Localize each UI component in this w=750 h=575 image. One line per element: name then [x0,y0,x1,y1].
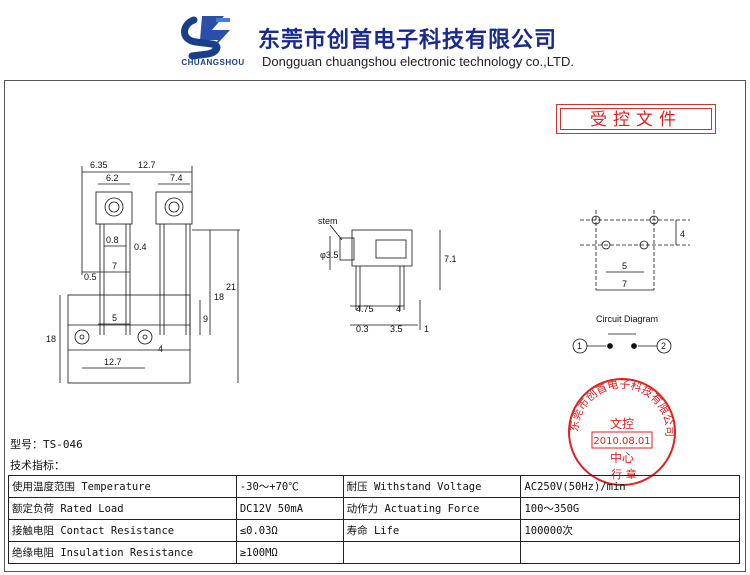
table-row: 绝缘电阻 Insulation Resistance ≥100MΩ [8,541,740,564]
spec-cell: AC250V(50Hz)/min [520,475,740,498]
dim-4-side: 4 [396,304,401,314]
stamp-line1: 文控 [610,416,634,431]
spec-cell: 动作力 Actuating Force [342,497,522,520]
pad-dim-5: 5 [622,261,627,271]
table-row: 额定负荷 Rated Load DC12V 50mA 动作力 Actuating… [8,497,740,520]
spec-cell: ≤0.03Ω [235,519,344,542]
label-stem: stem [318,216,338,226]
header: CHUANGSHOU 东莞市创首电子科技有限公司 Dongguan chuang… [0,0,750,78]
spec-cell [342,541,522,564]
table-row: 使用温度范围 Temperature -30～+70℃ 耐压 Withstand… [8,475,740,498]
dim-0-5: 0.5 [84,272,97,282]
spec-cell: 绝缘电阻 Insulation Resistance [8,541,237,564]
document-frame [4,80,746,572]
spec-cell: ≥100MΩ [235,541,344,564]
spec-cell: 使用温度范围 Temperature [8,475,237,498]
dim-18-right: 18 [214,292,224,302]
dim-9: 9 [203,314,208,324]
circuit-pin-1: 1 [577,341,582,351]
spec-cell: 额定负荷 Rated Load [8,497,237,520]
circuit-pin-2: 2 [661,341,666,351]
spec-cell: 100～350G [520,497,740,520]
dim-7-1: 7.1 [444,254,457,264]
spec-cell: 寿命 Life [342,519,522,542]
dim-0-8: 0.8 [106,235,119,245]
dim-5: 5 [112,313,117,323]
dim-6-35: 6.35 [90,160,108,170]
dim-phi-4: 4 [158,344,163,354]
table-row: 接触电阻 Contact Resistance ≤0.03Ω 寿命 Life 1… [8,519,740,542]
spec-cell: -30～+70℃ [235,475,344,498]
spec-cell: 100000次 [520,519,740,542]
spec-cell: 耐压 Withstand Voltage [342,475,522,498]
spec-title: 技术指标： [10,459,65,472]
company-name-en: Dongguan chuangshou electronic technolog… [262,54,574,69]
dim-21: 21 [226,282,236,292]
dim-phi-3-5: φ3.5 [320,250,338,260]
dim-0-3: 0.3 [356,324,369,334]
company-name-cn: 东莞市创首电子科技有限公司 [258,27,558,53]
logo-text: CHUANGSHOU [181,58,245,67]
controlled-document-box: 受控文件 [556,104,716,134]
controlled-document-label: 受控文件 [560,108,712,130]
pad-dim-7: 7 [622,279,627,289]
stamp-date: 2010.08.01 [593,436,650,447]
dim-7: 7 [112,261,117,271]
spec-cell: 接触电阻 Contact Resistance [8,519,237,542]
pad-dim-4: 4 [680,229,685,239]
stamp-line3: 中心 [610,450,634,465]
dim-3-5: 3.5 [390,324,403,334]
company-seal-stamp: 东莞市创首电子科技有限公司 文控 2010.08.01 中心 行 章 [568,378,676,486]
dim-12-7-bottom: 12.7 [104,357,122,367]
spec-cell [520,541,740,564]
circuit-title: Circuit Diagram [596,314,658,324]
dim-18-left: 18 [46,334,56,344]
dim-7-4: 7.4 [170,173,183,183]
dim-4-75: 4.75 [356,304,374,314]
spec-table: 使用温度范围 Temperature -30～+70℃ 耐压 Withstand… [8,475,740,564]
company-logo-icon [181,16,230,60]
dim-12-7-top: 12.7 [138,160,156,170]
spec-cell: DC12V 50mA [235,497,344,520]
dim-6-2: 6.2 [106,173,119,183]
dim-1: 1 [424,324,429,334]
dim-0-4: 0.4 [134,242,147,252]
model-number: 型号：TS-046 [10,438,83,451]
